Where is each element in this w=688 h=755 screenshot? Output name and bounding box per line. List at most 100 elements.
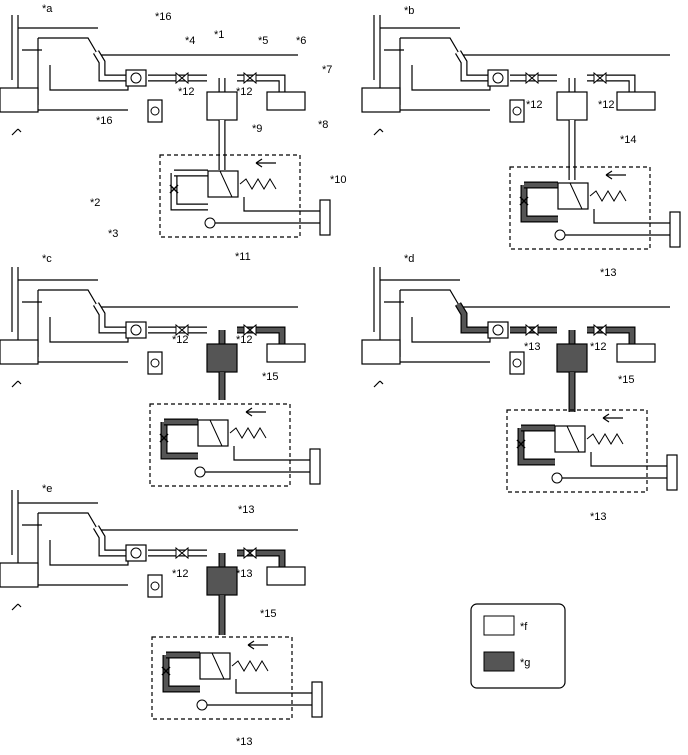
circuit-loop-left	[171, 173, 208, 210]
master-cylinder	[206, 566, 238, 596]
pump-rotor	[130, 324, 142, 336]
callout-label: *13	[236, 736, 253, 748]
ecu-box	[361, 87, 401, 113]
spool-valve	[207, 170, 239, 198]
callout-label: *16	[155, 11, 172, 23]
circuit-loop-left-outline	[517, 428, 555, 466]
callout-label: *13	[236, 568, 253, 580]
orifice-mark	[516, 439, 526, 449]
solenoid-valve-1	[243, 71, 257, 85]
spool-diagonal	[209, 419, 223, 447]
stroke-simulator-box	[509, 166, 651, 250]
ecu-box	[0, 87, 39, 113]
spring	[229, 427, 267, 439]
callout-label: *12	[178, 86, 195, 98]
check-valve-ball	[150, 358, 160, 368]
callout-label: *2	[90, 197, 100, 209]
reservoir	[616, 343, 656, 363]
callout-label: *9	[252, 123, 262, 135]
callout-label: *14	[620, 134, 637, 146]
panel-b: *b*12*12*14*13	[361, 5, 681, 279]
panel-a: *a*1*2*3*4*5*6*7*8*9*10*11*12*12*16*16	[0, 3, 347, 263]
pump-rotor	[130, 547, 142, 559]
pump-rotor	[130, 72, 142, 84]
pump-motor	[551, 472, 563, 484]
stroke-simulator-box	[506, 409, 648, 493]
panel-tag: *c	[42, 253, 52, 265]
direction-arrow	[247, 640, 268, 650]
solenoid-valve-1	[243, 323, 257, 337]
circuit-loop-left	[521, 185, 558, 222]
pump-motor	[204, 217, 216, 229]
stroke-simulator-box	[159, 154, 301, 238]
panel-tag: *b	[404, 5, 414, 17]
master-cylinder	[206, 91, 238, 121]
spring	[231, 660, 269, 672]
solenoid-valve-1	[593, 323, 607, 337]
spring	[239, 178, 277, 190]
caliper-top	[38, 289, 99, 308]
circuit-loop-left-outline	[162, 655, 200, 693]
spool-valve	[199, 652, 231, 680]
pipe-caliper	[456, 50, 488, 81]
direction-arrow	[605, 170, 626, 180]
callout-label: *1	[214, 29, 224, 41]
spool-diagonal	[211, 652, 225, 680]
circuit-loop-left	[163, 655, 200, 692]
pedal-link	[243, 197, 320, 212]
direction-arrow	[245, 407, 266, 417]
sensor-icon	[11, 603, 22, 611]
circuit-loop-left-outline	[160, 422, 198, 460]
spool-diagonal	[566, 425, 580, 453]
spool-valve	[557, 182, 589, 210]
callout-label: *13	[524, 341, 541, 353]
solenoid-valve-1	[243, 546, 257, 560]
master-cylinder	[556, 343, 588, 373]
legend-swatch-white	[483, 615, 515, 636]
caliper-top	[400, 289, 461, 308]
orifice-mark	[159, 433, 169, 443]
brake-pedal	[309, 448, 321, 485]
reservoir	[266, 343, 306, 363]
brake-pedal	[669, 211, 681, 248]
caliper-top	[400, 37, 461, 56]
callout-label: *6	[296, 35, 306, 47]
caliper-top	[38, 512, 99, 531]
callout-label: *5	[258, 35, 268, 47]
legend-label-dark: *g	[520, 657, 530, 669]
callout-label: *12	[172, 334, 189, 346]
master-cylinder	[556, 91, 588, 121]
circuit-loop-left-outline	[520, 185, 558, 223]
callout-label: *12	[236, 86, 253, 98]
master-cylinder	[206, 343, 238, 373]
solenoid-valve-0	[175, 323, 189, 337]
spool-valve	[197, 419, 229, 447]
pedal-link	[235, 679, 312, 694]
direction-arrow	[255, 158, 276, 168]
panel-tag: *d	[404, 253, 414, 265]
panel-e: *e*12*13*15*13	[0, 483, 323, 748]
solenoid-valve-0	[175, 546, 189, 560]
panel-tag: *e	[42, 483, 52, 495]
pipe-caliper	[456, 302, 488, 333]
orifice-mark	[161, 666, 171, 676]
orifice-mark	[169, 184, 179, 194]
spool-diagonal	[569, 182, 583, 210]
pipe-caliper	[94, 525, 126, 556]
pedal-link	[590, 452, 667, 467]
reservoir	[266, 566, 306, 586]
solenoid-valve-1	[593, 71, 607, 85]
callout-label: *8	[318, 119, 328, 131]
callout-label: *10	[330, 174, 347, 186]
brake-pedal	[319, 199, 331, 236]
solenoid-valve-0	[175, 71, 189, 85]
sensor-icon	[373, 128, 384, 136]
pump-motor	[196, 699, 208, 711]
callout-label: *12	[172, 568, 189, 580]
circuit-loop-left	[161, 422, 198, 459]
pedal-link	[593, 209, 670, 224]
reservoir	[266, 91, 306, 111]
pedal-link	[233, 446, 310, 461]
callout-label: *12	[236, 334, 253, 346]
